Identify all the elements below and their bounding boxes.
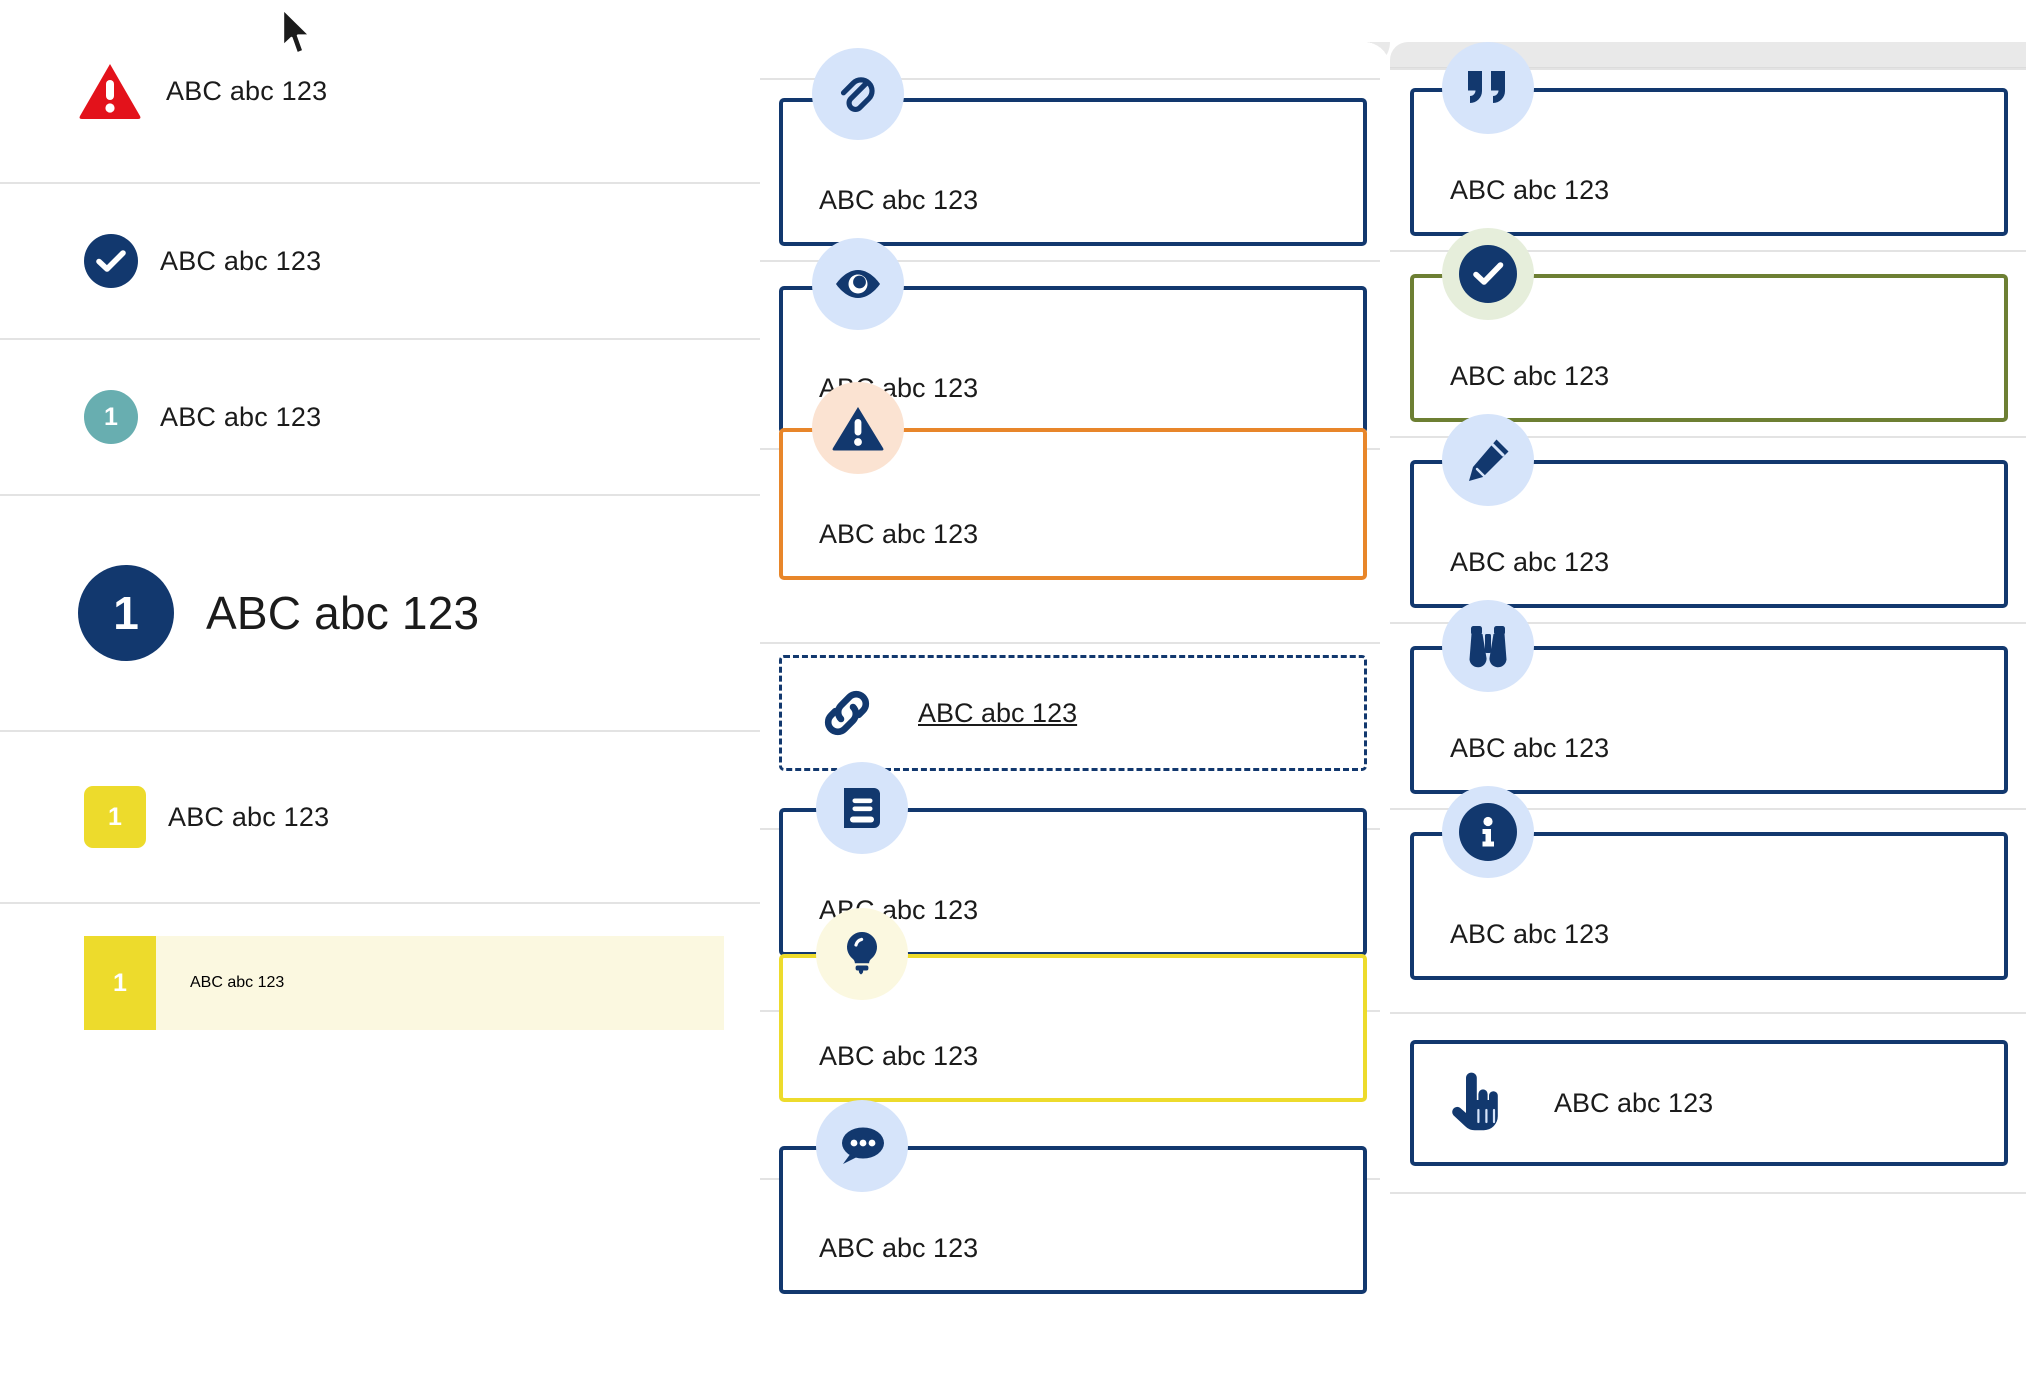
row-separator	[1390, 250, 2026, 252]
speech-bubble-icon	[816, 1100, 908, 1192]
row-separator	[1390, 68, 2026, 70]
card-label: ABC abc 123	[819, 185, 979, 215]
circle-check-icon	[1442, 228, 1534, 320]
card-label: ABC abc 123	[1450, 361, 1610, 391]
pencil-icon	[1442, 414, 1534, 506]
step-number-badge: 1	[84, 390, 138, 444]
list-item-selected[interactable]: 1 ABC abc 123	[84, 936, 724, 1030]
pointing-hand-icon	[1448, 1072, 1502, 1134]
card-label: ABC abc 123	[1450, 919, 1610, 949]
selection-number-value: 1	[113, 968, 127, 997]
warning-triangle-icon	[78, 62, 142, 120]
list-item-label: ABC abc 123	[160, 245, 322, 276]
list-item[interactable]: 1 ABC abc 123	[0, 340, 760, 496]
row-separator	[1390, 1012, 2026, 1014]
row-separator	[1390, 1192, 2026, 1194]
card-link-label[interactable]: ABC abc 123	[918, 697, 1078, 728]
list-item-label: ABC abc 123	[190, 974, 285, 991]
card-label: ABC abc 123	[1554, 1087, 1714, 1118]
card-label: ABC abc 123	[1450, 547, 1610, 577]
list-item-label: ABC abc 123	[206, 587, 480, 639]
action-card[interactable]: ABC abc 123	[1410, 1040, 2008, 1166]
circle-check-icon	[84, 234, 138, 288]
list-item[interactable]: ABC abc 123	[0, 0, 760, 184]
warning-triangle-icon	[812, 382, 904, 474]
step-number-value: 1	[104, 402, 118, 431]
tag-number-value: 1	[108, 802, 122, 831]
tag-number-badge: 1	[84, 786, 146, 848]
row-separator	[1390, 436, 2026, 438]
row-separator	[1390, 622, 2026, 624]
card-label: ABC abc 123	[819, 1233, 979, 1263]
card-label: ABC abc 123	[819, 519, 979, 549]
comment-card[interactable]: ABC abc 123	[779, 1146, 1367, 1294]
lightbulb-icon	[816, 908, 908, 1000]
list-item-label: ABC abc 123	[166, 75, 328, 106]
link-card[interactable]: ABC abc 123	[779, 655, 1367, 771]
eye-icon	[812, 238, 904, 330]
card-label: ABC abc 123	[819, 1041, 979, 1071]
book-icon	[816, 762, 908, 854]
info-card[interactable]: ABC abc 123	[1410, 832, 2008, 980]
list-item-label: ABC abc 123	[168, 801, 330, 832]
list-item-featured[interactable]: 1 ABC abc 123	[0, 496, 760, 732]
list-item-label: ABC abc 123	[160, 401, 322, 432]
step-number-value: 1	[113, 587, 139, 639]
list-item[interactable]: ABC abc 123	[0, 184, 760, 340]
row-separator	[760, 78, 1380, 80]
left-list-panel: ABC abc 123 ABC abc 123 1 ABC abc 123 1 …	[0, 0, 760, 1392]
selection-bar: 1	[84, 936, 156, 1030]
binoculars-icon	[1442, 600, 1534, 692]
mouse-cursor	[281, 8, 315, 58]
list-item[interactable]: 1 ABC abc 123	[0, 732, 760, 904]
step-number-badge-large: 1	[78, 565, 174, 661]
quote-icon	[1442, 42, 1534, 134]
row-separator	[760, 642, 1380, 644]
info-circle-icon	[1442, 786, 1534, 878]
row-separator	[1390, 808, 2026, 810]
card-label: ABC abc 123	[1450, 733, 1610, 763]
card-label: ABC abc 123	[1450, 175, 1610, 205]
chain-link-icon	[818, 684, 876, 742]
paperclip-icon	[812, 48, 904, 140]
row-separator	[760, 260, 1380, 262]
